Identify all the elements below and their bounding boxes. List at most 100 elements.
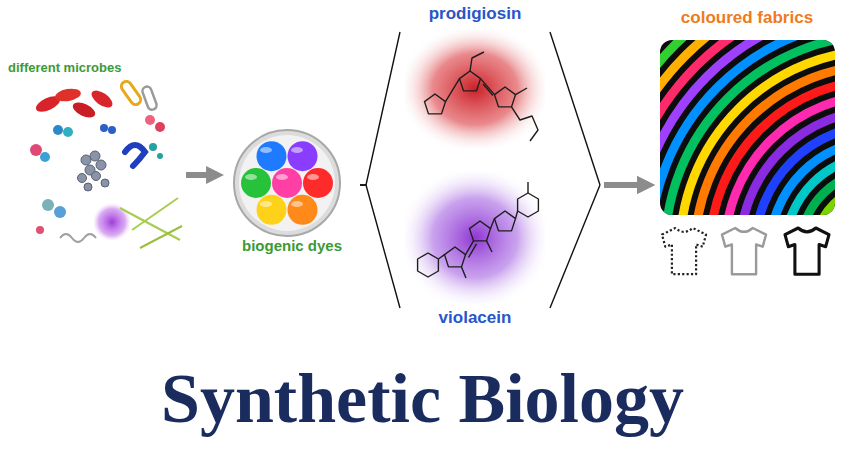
- microbe-illustration: [119, 79, 142, 106]
- bracket-line: [550, 185, 600, 308]
- prodigiosin-structure: [425, 94, 446, 114]
- petri-dish: [288, 141, 318, 171]
- petri-dish: [241, 168, 271, 198]
- petri-dish: [234, 130, 340, 236]
- fabric-photo: [660, 40, 835, 215]
- violacein-structure: [438, 255, 444, 259]
- microbe-illustration: [145, 115, 155, 125]
- virus-cluster: [101, 179, 109, 187]
- microbe-illustration: [54, 87, 82, 103]
- prodigiosin-structure: [460, 71, 481, 91]
- flow-connector: [550, 32, 645, 185]
- prodigiosin-structure: [470, 52, 484, 71]
- fabric-photo: [660, 40, 835, 215]
- fabrics-panel: coloured fabrics: [655, 6, 839, 282]
- pigment-panel: prodigiosin: [400, 2, 550, 152]
- microbe-illustration: [89, 87, 116, 111]
- microbe-illustration: [120, 208, 180, 240]
- microbe-illustration: [155, 122, 165, 132]
- petri-dish: [303, 168, 333, 198]
- arrow-shaft: [604, 182, 645, 188]
- dish-gloss: [260, 201, 272, 207]
- t-shirt-icons: [662, 228, 829, 274]
- microbe-illustration: [100, 124, 108, 132]
- prodigiosin-structure: [405, 30, 545, 148]
- virus-cluster: [84, 183, 92, 191]
- violacein-structure: [469, 244, 477, 258]
- petri-dish: [234, 130, 340, 236]
- microbes-panel: different microbes: [4, 58, 186, 258]
- microbe-illustration: [60, 234, 96, 242]
- violacein-structure: [462, 267, 467, 278]
- fabric-photo: [660, 40, 835, 215]
- bracket-line: [360, 185, 400, 308]
- microbe-illustration: [30, 144, 42, 156]
- flow-connector: [360, 185, 400, 308]
- fabric-photo: [660, 40, 835, 215]
- bracket-line: [550, 32, 600, 185]
- t-shirt-icons: [722, 228, 766, 274]
- node-label: biogenic dyes: [242, 237, 342, 255]
- dish-gloss: [245, 174, 257, 180]
- microbe-illustration: [30, 79, 182, 248]
- flow-connector: [360, 32, 400, 185]
- petri-dish: [257, 195, 287, 225]
- prodigiosin-structure: [512, 107, 539, 141]
- flow-connector: [186, 175, 214, 176]
- microbe-illustration: [140, 226, 182, 248]
- virus-cluster: [90, 151, 100, 161]
- prodigiosin-structure: [516, 88, 528, 95]
- t-shirt-icons: [662, 228, 706, 274]
- violacein-structure: [487, 241, 493, 252]
- virus-cluster: [92, 172, 101, 181]
- node-label: violacein: [439, 308, 512, 328]
- dish-gloss: [291, 147, 303, 153]
- violacein-structure: [518, 193, 539, 217]
- violacein-structure: [405, 172, 545, 304]
- microbe-illustration: [71, 99, 98, 120]
- node-label: prodigiosin: [429, 4, 522, 24]
- violacein-structure: [418, 253, 439, 277]
- violacein-structure: [495, 211, 516, 231]
- virus-cluster: [78, 174, 87, 183]
- t-shirt-icons: [785, 228, 829, 274]
- fabric-photo: [660, 40, 835, 215]
- microbe-illustration: [40, 152, 50, 162]
- petri-dish: [257, 141, 287, 171]
- dyes-panel: biogenic dyes: [224, 135, 360, 257]
- pigment-panel: violacein: [400, 170, 550, 330]
- dish-gloss: [260, 147, 272, 153]
- prodigiosin-structure: [425, 52, 539, 141]
- microbe-illustration: [63, 127, 73, 137]
- fabric-photo: [660, 40, 835, 215]
- dish-gloss: [307, 174, 319, 180]
- virus-cluster: [78, 151, 110, 191]
- arrow-shaft: [604, 182, 645, 188]
- prodigiosin-structure: [446, 79, 460, 102]
- dish-gloss: [291, 201, 303, 207]
- title-bar: Synthetic Biology: [0, 360, 845, 437]
- microbe-illustration: [157, 153, 163, 159]
- virus-cluster: [96, 160, 106, 170]
- violacein-structure: [516, 211, 518, 219]
- page-title: Synthetic Biology: [0, 360, 845, 437]
- microbe-illustration: [132, 198, 178, 230]
- virus-cluster: [81, 155, 91, 165]
- violacein-structure: [491, 219, 495, 229]
- petri-dish: [239, 135, 335, 231]
- prodigiosin-structure: [481, 79, 495, 95]
- microbe-illustration: [53, 125, 63, 135]
- node-label: different microbes: [8, 60, 121, 76]
- violacein-structure: [470, 221, 491, 241]
- microbe-illustration: [42, 199, 54, 211]
- dish-gloss: [276, 174, 288, 180]
- microbe-illustration: [54, 206, 66, 218]
- dish-gloss: [245, 147, 319, 207]
- violacein-structure: [445, 247, 466, 267]
- petri-dish: [288, 195, 318, 225]
- arrow-shaft: [186, 172, 214, 178]
- microbe-illustration: [108, 126, 116, 134]
- microbe-illustration: [149, 143, 157, 151]
- bracket-line: [360, 32, 400, 185]
